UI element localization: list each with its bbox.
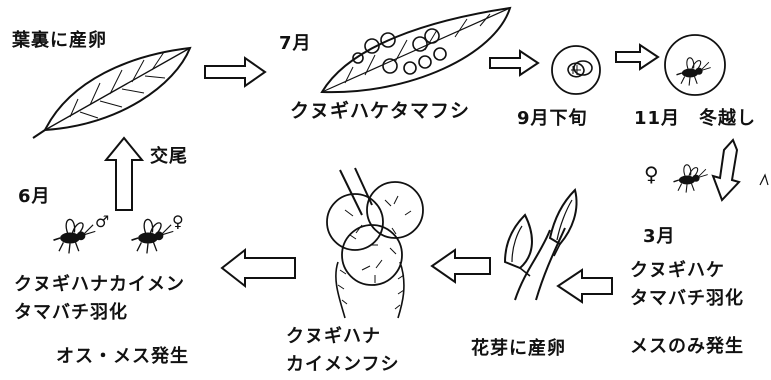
label-gall-hana-line2: カイメンフシ [286, 354, 400, 375]
label-june: 6月 [18, 186, 51, 207]
larva-gall-icon [551, 45, 601, 95]
label-july: 7月 [279, 33, 312, 54]
arrow-icon [711, 138, 741, 202]
label-overwinter: 冬越し [699, 108, 756, 129]
label-adult-hana-line2: タマバチ羽化 [14, 302, 128, 323]
label-gall-hake: クヌギハケタマフシ [290, 100, 471, 122]
label-gall-hana-line1: クヌギハナ [286, 326, 381, 347]
label-march: 3月 [643, 226, 676, 247]
label-male-symbol: ♂ [95, 212, 111, 231]
bud-icon [503, 188, 578, 301]
arrow-icon [204, 43, 660, 88]
label-adult-hana-line1: クヌギハナカイメン [14, 274, 185, 295]
label-mating: 交尾 [150, 146, 188, 167]
arrow-icon [103, 136, 145, 211]
label-adult-hake-line1: クヌギハケ [630, 260, 725, 281]
label-adult-hake-line2: タマバチ羽化 [630, 288, 744, 309]
label-female-symbol: ♀ [644, 162, 660, 186]
label-female-symbol-bottom: ♀ [172, 212, 185, 231]
sponge-gall-icon [326, 167, 424, 319]
label-males-females: オス・メス発生 [56, 346, 189, 367]
gall-leaf-icon [320, 6, 512, 94]
label-november: 11月 [634, 108, 681, 129]
leaf-icon [32, 46, 192, 139]
label-eggs-in-bud: 花芽に産卵 [471, 338, 566, 359]
overwinter-wasp-icon [664, 34, 726, 96]
label-leaf-underside-eggs: 葉裏に産卵 [12, 30, 107, 51]
label-late-sept: 9月下旬 [517, 108, 588, 129]
arrow-icon [220, 247, 613, 304]
label-females-only: メスのみ発生 [630, 336, 744, 357]
